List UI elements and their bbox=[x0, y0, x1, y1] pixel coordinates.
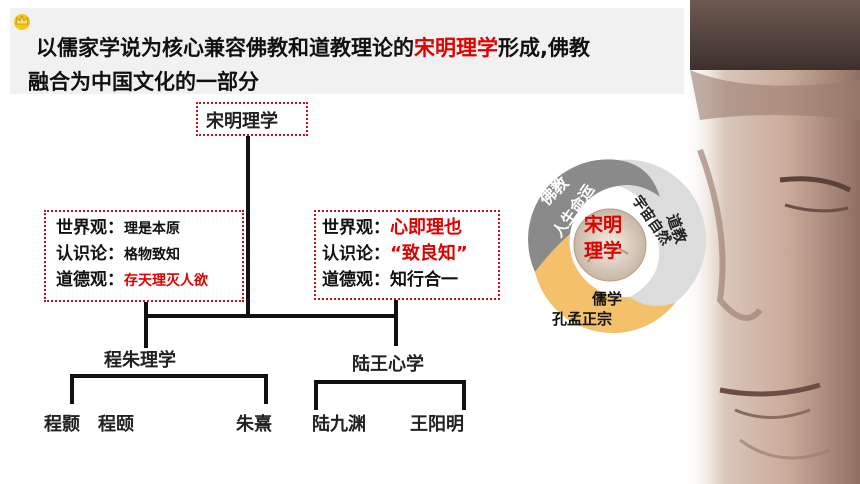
school-cheng-zhu: 程朱理学 bbox=[104, 350, 176, 371]
left-worldview: 世界观：理是本原 bbox=[56, 218, 180, 238]
left-ethics: 道德观：存天理灭人欲 bbox=[56, 270, 208, 290]
root-label: 宋明理学 bbox=[206, 111, 278, 132]
wheel-center-line1: 宋明 bbox=[584, 214, 623, 236]
root-box: 宋明理学 bbox=[196, 102, 308, 136]
buddha-face-image bbox=[680, 0, 860, 484]
right-worldview: 世界观：心即理也 bbox=[322, 217, 462, 238]
title-band: 以儒家学说为核心兼容佛教和道教理论的宋明理学形成,佛教 融合为中国文化的一部分 bbox=[10, 8, 684, 94]
right-epistemology: 认识论：“致良知” bbox=[322, 243, 468, 264]
right-branch-box: 世界观：心即理也 认识论：“致良知” 道德观：知行合一 bbox=[314, 210, 500, 300]
wheel-segment-taoism bbox=[618, 159, 706, 306]
person-cheng-yi: 程颐 bbox=[98, 414, 134, 435]
tree-connectors bbox=[70, 134, 466, 410]
title-highlight: 宋明理学 bbox=[414, 36, 498, 60]
person-wang-yangming: 王阳明 bbox=[410, 414, 464, 435]
title-line-2: 融合为中国文化的一部分 bbox=[28, 70, 259, 94]
school-lu-wang: 陆王心学 bbox=[352, 354, 424, 375]
left-epistemology: 认识论：格物致知 bbox=[56, 244, 180, 264]
crown-icon bbox=[14, 14, 30, 30]
person-zhu-xi: 朱熹 bbox=[236, 414, 272, 435]
three-teachings-wheel bbox=[528, 159, 706, 334]
person-lu-jiuyuan: 陆九渊 bbox=[312, 414, 366, 435]
left-branch-box: 世界观：理是本原 认识论：格物致知 道德观：存天理灭人欲 bbox=[44, 210, 244, 302]
wheel-segment-buddhism bbox=[528, 159, 660, 272]
right-ethics: 道德观：知行合一 bbox=[322, 270, 458, 290]
wheel-confucianism-sub: 孔孟正宗 bbox=[552, 310, 613, 328]
wheel-segment-confucianism bbox=[535, 234, 676, 334]
person-cheng-hao: 程颢 bbox=[44, 414, 80, 435]
wheel-center-line2: 理学 bbox=[584, 240, 623, 262]
title-line-1: 以儒家学说为核心兼容佛教和道教理论的宋明理学形成,佛教 bbox=[36, 36, 590, 60]
wheel-confucianism-title: 儒学 bbox=[592, 290, 623, 308]
